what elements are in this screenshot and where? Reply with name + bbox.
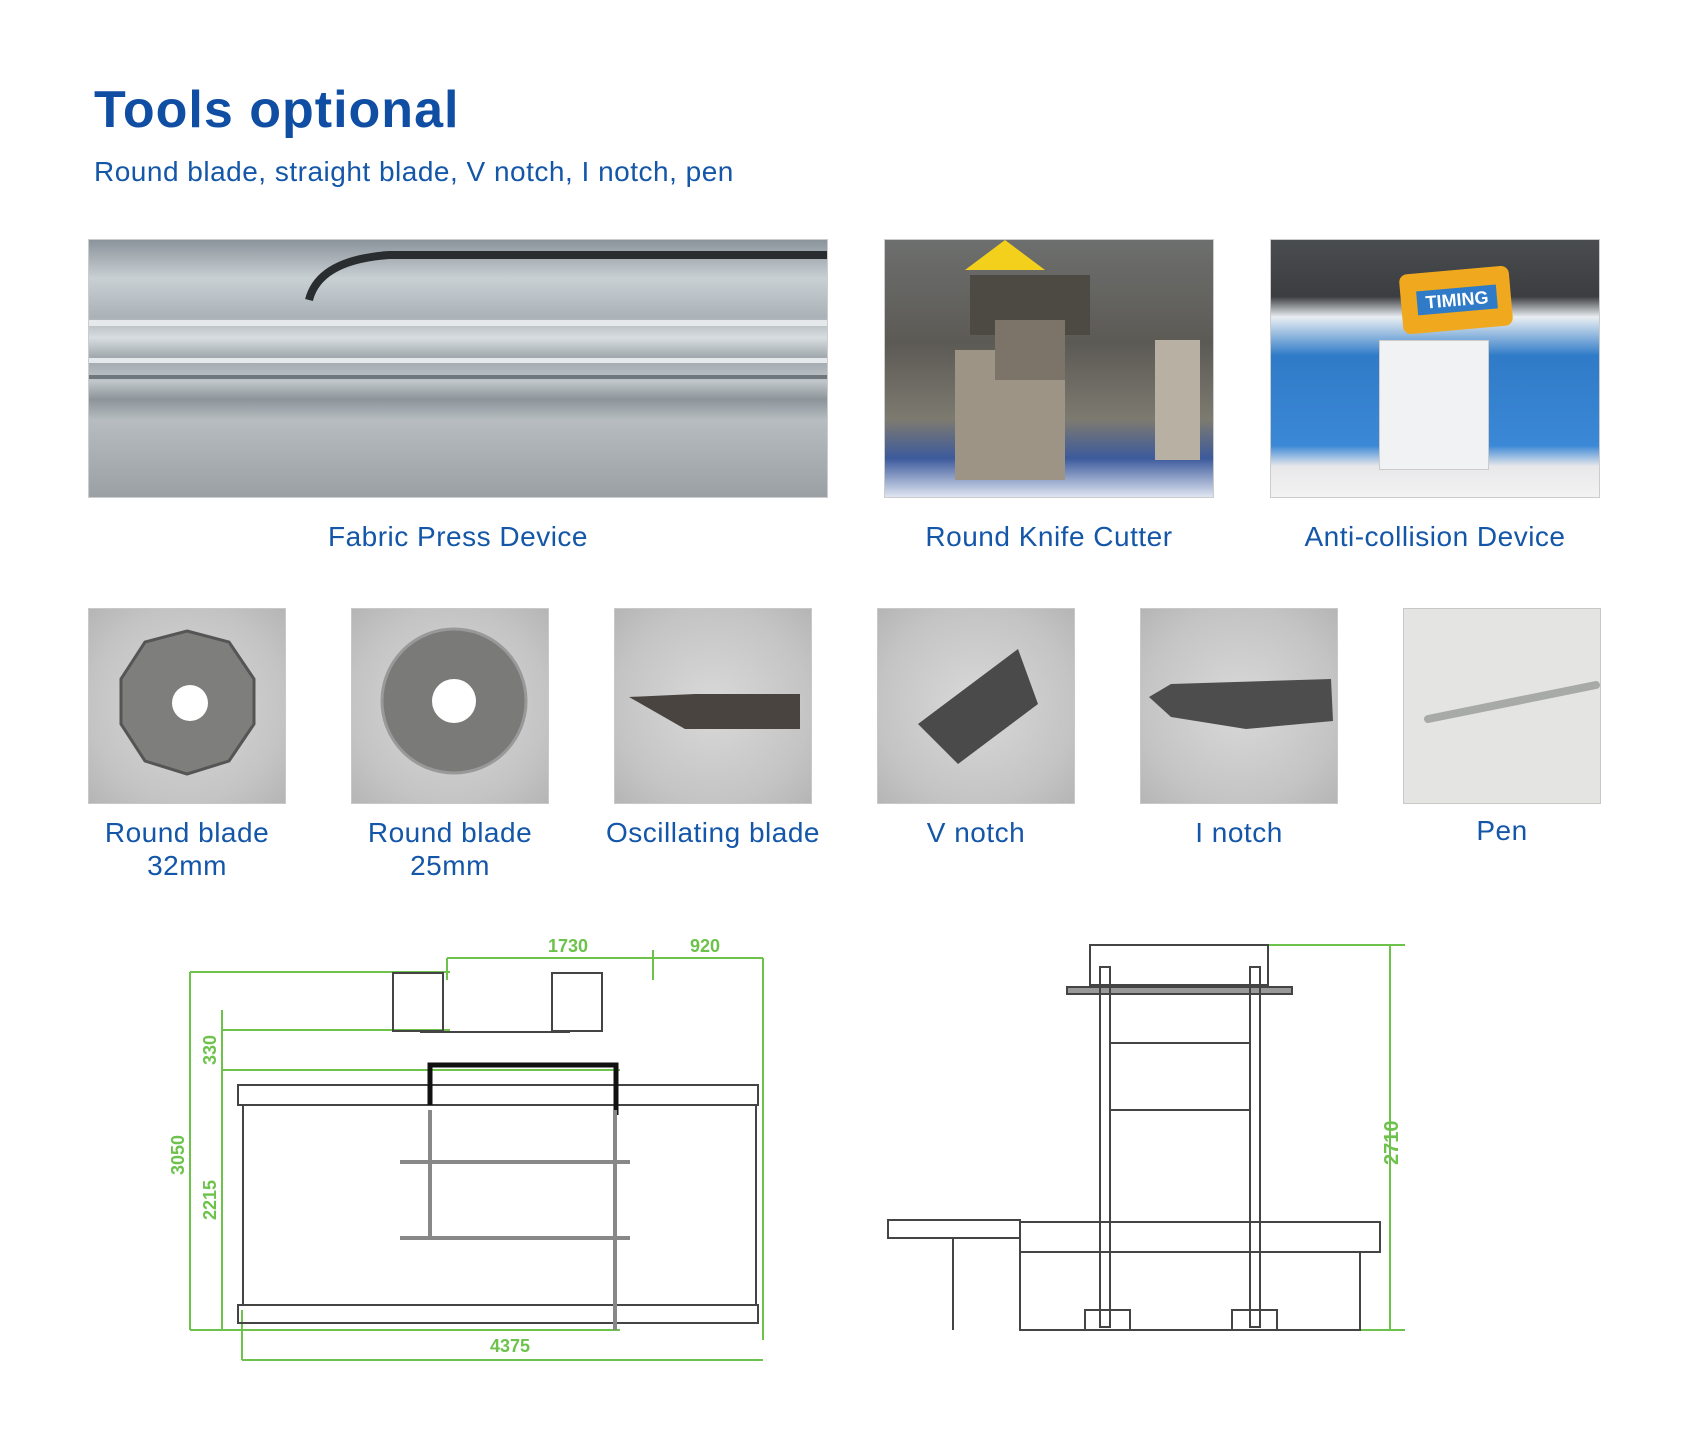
fabric-press-device-photo [88,239,828,498]
dim-330: 330 [200,1035,220,1065]
tool-caption-v-notch: V notch [926,817,1026,848]
dim-920: 920 [690,936,720,956]
tool-size: 25mm [410,850,490,881]
pen-photo [1403,608,1601,804]
dim-1730: 1730 [548,936,588,956]
tool-caption-i-notch: I notch [1195,817,1283,848]
tool-size: 32mm [147,850,227,881]
top-view-drawing: 1730 920 3050 330 2215 4375 [168,936,764,1361]
round-blade-32-photo [88,608,286,804]
caption-anti-collision: Anti-collision Device [1304,521,1566,552]
anti-collision-device-photo: TIMING [1270,239,1600,498]
page-title: Tools optional [94,81,460,139]
i-notch-photo [1140,608,1338,804]
caption-round-knife: Round Knife Cutter [925,521,1173,552]
tool-caption-oscillating-blade: Oscillating blade [606,817,820,848]
oscillating-blade-photo [614,608,812,804]
side-view-drawing: 2710 [887,944,1405,1331]
caption-fabric-press: Fabric Press Device [327,521,588,552]
fabric-press-illustration [89,251,827,379]
tool-caption-pen: Pen [1476,815,1528,846]
round-knife-cutter-photo [884,239,1214,498]
knife-cutter-illustration [955,240,1200,480]
logo-text: TIMING [1416,284,1498,316]
dim-2215: 2215 [200,1180,220,1220]
dim-3050: 3050 [168,1135,188,1175]
tool-name: Round blade [104,817,270,848]
v-notch-photo [877,608,1075,804]
dim-4375: 4375 [490,1336,530,1356]
collision-sensor [1379,340,1489,470]
page-subtitle: Round blade, straight blade, V notch, I … [94,156,734,187]
timing-logo: TIMING [1398,265,1514,335]
tool-name: Round blade [367,817,533,848]
round-blade-25-photo [351,608,549,804]
dim-2710: 2710 [1381,1121,1403,1166]
